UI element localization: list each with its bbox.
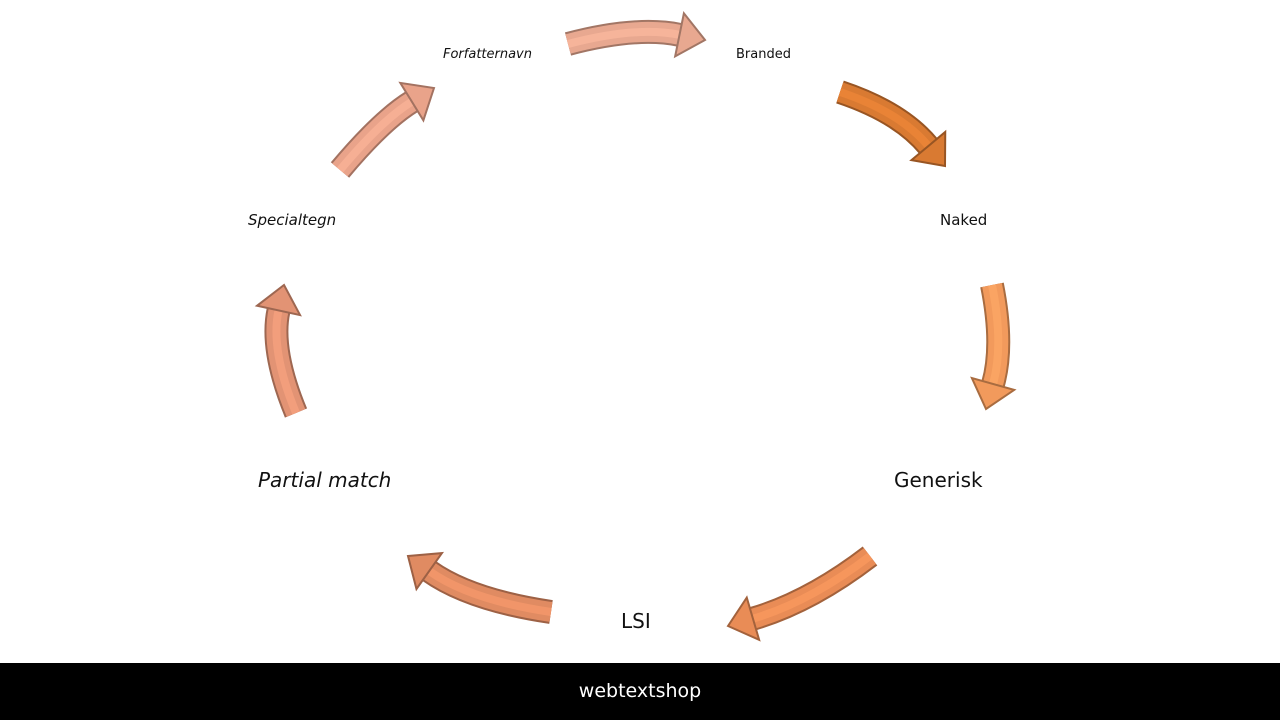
arrow-lsi-to-partial-match: [406, 551, 553, 624]
arrow-highlight: [566, 27, 681, 48]
arrow-highlight: [272, 309, 300, 415]
arrow-highlight: [988, 284, 1003, 386]
arrow-head: [726, 595, 761, 642]
arrow-highlight: [336, 98, 414, 173]
arrow-highlight: [751, 552, 873, 623]
arrow-highlight: [426, 567, 552, 616]
cycle-diagram: [254, 10, 1017, 642]
arrow-head: [909, 129, 947, 168]
label-lsi: LSI: [621, 609, 651, 633]
arrow-naked-to-generisk: [970, 282, 1017, 411]
arrow-head: [673, 10, 707, 59]
arrow-head: [406, 551, 444, 592]
arrow-highlight: [838, 88, 932, 149]
label-branded: Branded: [736, 47, 791, 62]
label-generisk: Generisk: [894, 468, 983, 492]
arrow-head: [970, 376, 1017, 411]
footer-bar: webtextshop: [0, 663, 1280, 720]
label-specialtegn: Specialtegn: [248, 211, 337, 229]
arrow-branded-to-naked: [836, 80, 947, 168]
arrow-partial-match-to-specialtegn: [254, 283, 308, 418]
label-naked: Naked: [940, 211, 988, 229]
arrow-specialtegn-to-forfatternavn: [330, 81, 436, 178]
arrow-forfatternavn-to-branded: [564, 10, 707, 59]
label-partial-match: Partial match: [258, 468, 392, 492]
arrow-head: [398, 81, 436, 123]
footer-brand: webtextshop: [578, 680, 702, 702]
arrow-head: [254, 283, 302, 317]
label-forfatternavn: Forfatternavn: [443, 47, 532, 62]
arrow-generisk-to-lsi: [726, 546, 878, 642]
